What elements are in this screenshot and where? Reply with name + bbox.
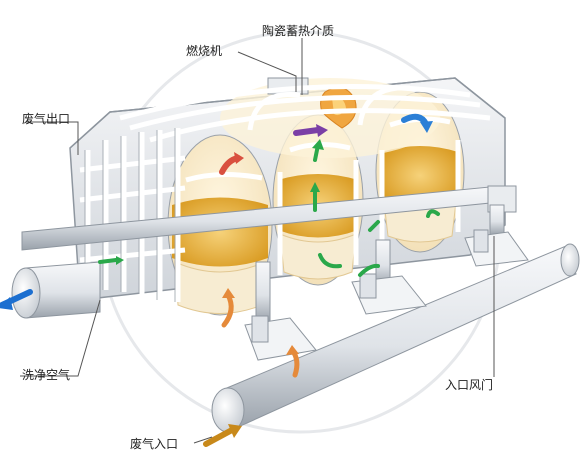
frame-bar-edges [84, 128, 176, 302]
outlet-pipe [0, 261, 101, 319]
label-exhaust-inlet: 废气入口 [130, 437, 179, 451]
label-exhaust-outlet: 废气出口 [22, 112, 71, 126]
label-purge-air: 洗净空气 [22, 368, 71, 382]
inlet-dampers [244, 229, 529, 361]
inlet-manifold [211, 243, 580, 433]
label-inlet-damper: 入口风门 [445, 378, 494, 392]
inlet-arrow [203, 424, 242, 447]
label-ceramic-media: 陶瓷蓄热介质 [262, 24, 335, 38]
leader-lines [20, 38, 495, 444]
flow-arrows [98, 113, 440, 378]
vertical-connectors [255, 204, 505, 323]
label-burner: 燃烧机 [186, 44, 223, 58]
